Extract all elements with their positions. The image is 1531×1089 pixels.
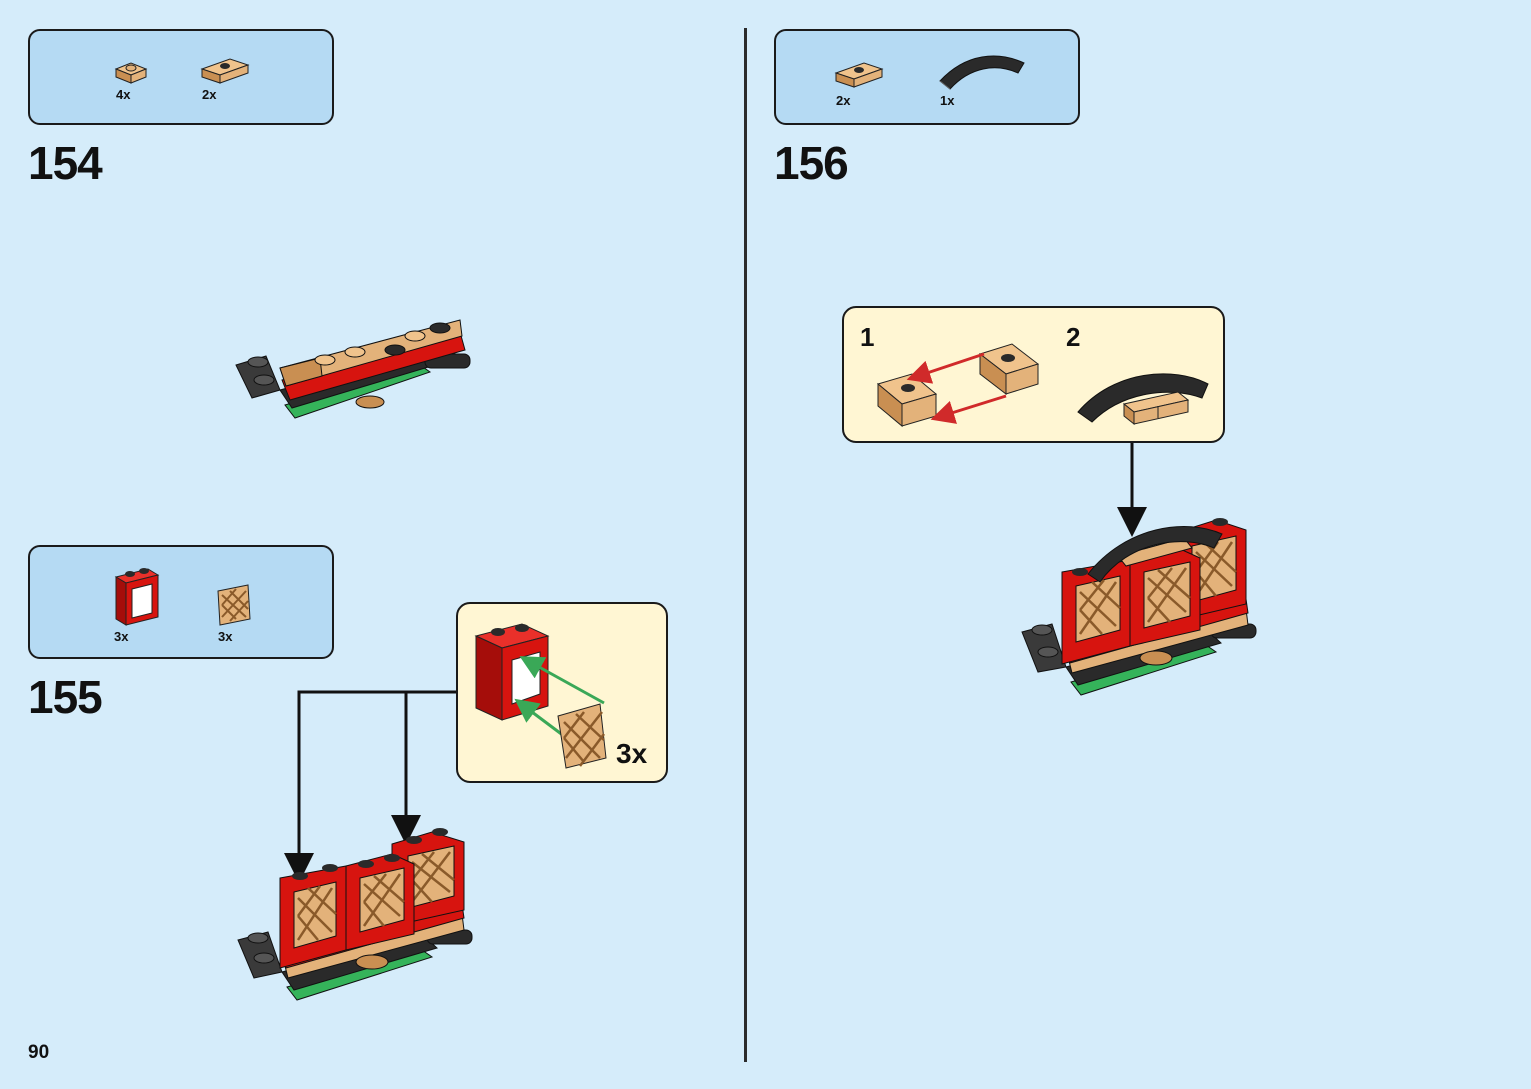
step-156-assembly-illustration (1016, 512, 1266, 702)
page-number: 90 (28, 1042, 49, 1064)
